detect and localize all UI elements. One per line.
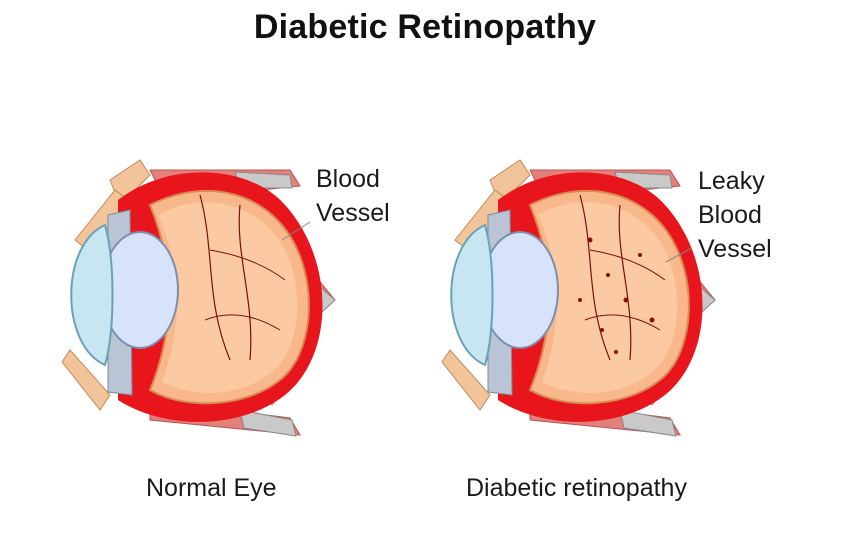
diabetic-retinopathy-caption: Diabetic retinopathy	[466, 474, 687, 502]
diabetic-eye-illustration	[441, 159, 716, 437]
blood-vessel-label: Blood Vessel	[316, 165, 390, 227]
leak-spots	[578, 237, 655, 354]
blood-vessel-pointer	[281, 221, 311, 241]
normal-eye-illustration	[61, 159, 336, 437]
diagram-title: Diabetic Retinopathy	[253, 8, 597, 46]
leaky-blood-vessel-label: Leaky Blood Vessel	[698, 167, 772, 263]
normal-eye-caption: Normal Eye	[146, 474, 277, 502]
leaky-vessel-pointer	[665, 247, 693, 263]
